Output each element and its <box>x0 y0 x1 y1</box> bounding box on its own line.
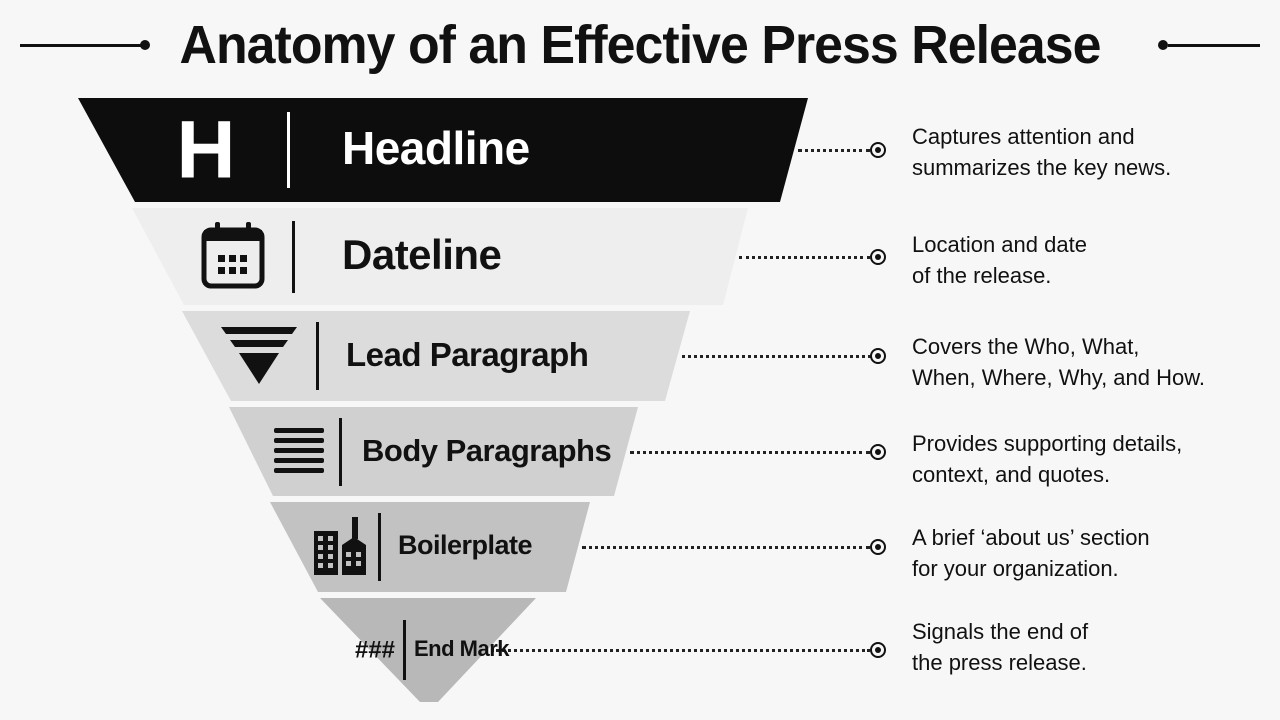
leader-line <box>630 451 870 454</box>
bullet-node-icon <box>870 142 886 158</box>
text-lines-icon <box>274 428 324 473</box>
hash-mark-icon: ### <box>355 637 395 664</box>
letter-h-icon-glyph: H <box>176 105 235 196</box>
bullet-node-icon <box>870 348 886 364</box>
description-line: for your organization. <box>912 556 1119 581</box>
description-line: Captures attention and <box>912 124 1135 149</box>
tier-separator <box>339 418 342 486</box>
description-line: Signals the end of <box>912 619 1089 644</box>
leader-line <box>739 256 870 259</box>
inverted-pyramid-icon <box>221 327 297 384</box>
tier-label: End Mark <box>414 636 510 661</box>
description-line: summarizes the key news. <box>912 155 1172 180</box>
pyramid-tier-6 <box>320 598 536 702</box>
tier-separator <box>378 513 381 581</box>
pyramid-tier-1 <box>78 98 808 202</box>
tier-label: Dateline <box>342 231 502 278</box>
tier-description: Signals the end of the press release. <box>912 616 1088 678</box>
letter-h-icon: H <box>176 105 235 196</box>
hash-mark-icon-glyph: ### <box>355 637 395 664</box>
tier-label: Boilerplate <box>398 530 533 560</box>
tier-description: Covers the Who, What, When, Where, Why, a… <box>912 331 1205 393</box>
description-line: Covers the Who, What, <box>912 334 1140 359</box>
description-line: When, Where, Why, and How. <box>912 365 1206 390</box>
tier-label: Lead Paragraph <box>346 336 589 373</box>
tier-description: A brief ‘about us’ section for your organ… <box>912 522 1150 584</box>
description-line: A brief ‘about us’ section <box>912 525 1150 550</box>
pyramid-tier-3 <box>182 311 690 401</box>
leader-line <box>798 149 870 152</box>
tier-description: Location and date of the release. <box>912 229 1087 291</box>
description-line: Provides supporting details, <box>912 431 1183 456</box>
tier-label: Headline <box>342 122 530 174</box>
bullet-node-icon <box>870 249 886 265</box>
bullet-node-icon <box>870 642 886 658</box>
tier-separator <box>316 322 319 390</box>
leader-line <box>491 649 870 652</box>
bullet-node-icon <box>870 444 886 460</box>
pyramid-tier-4 <box>229 407 638 496</box>
pyramid-tier-2 <box>132 208 748 305</box>
buildings-icon <box>314 517 366 575</box>
tier-separator <box>292 221 295 293</box>
description-line: the press release. <box>912 650 1087 675</box>
leader-line <box>582 546 870 549</box>
title-dot-left <box>140 40 150 50</box>
tier-separator <box>287 112 290 188</box>
tier-description: Captures attention and summarizes the key… <box>912 121 1171 183</box>
description-line: of the release. <box>912 263 1052 288</box>
leader-line <box>682 355 871 358</box>
tier-description: Provides supporting details, context, and… <box>912 428 1182 490</box>
tier-label: Body Paragraphs <box>362 433 612 468</box>
bullet-node-icon <box>870 539 886 555</box>
page-title: Anatomy of an Effective Press Release <box>179 15 1101 75</box>
calendar-icon <box>201 222 265 289</box>
description-line: Location and date <box>912 232 1087 257</box>
title-dot-right <box>1158 40 1168 50</box>
description-line: context, and quotes. <box>912 462 1111 487</box>
tier-separator <box>403 620 406 680</box>
title-rule-left <box>20 44 142 47</box>
title-rule-right <box>1168 44 1260 47</box>
